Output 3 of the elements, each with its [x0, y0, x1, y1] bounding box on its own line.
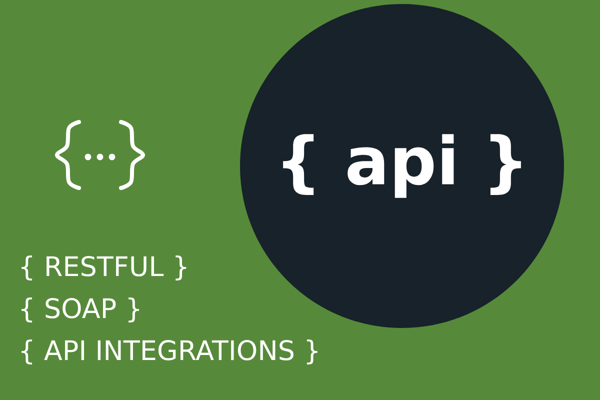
- label-text: { API INTEGRATIONS }: [22, 340, 318, 364]
- label-text: { RESTFUL }: [22, 256, 186, 280]
- label-text: { SOAP }: [22, 298, 139, 322]
